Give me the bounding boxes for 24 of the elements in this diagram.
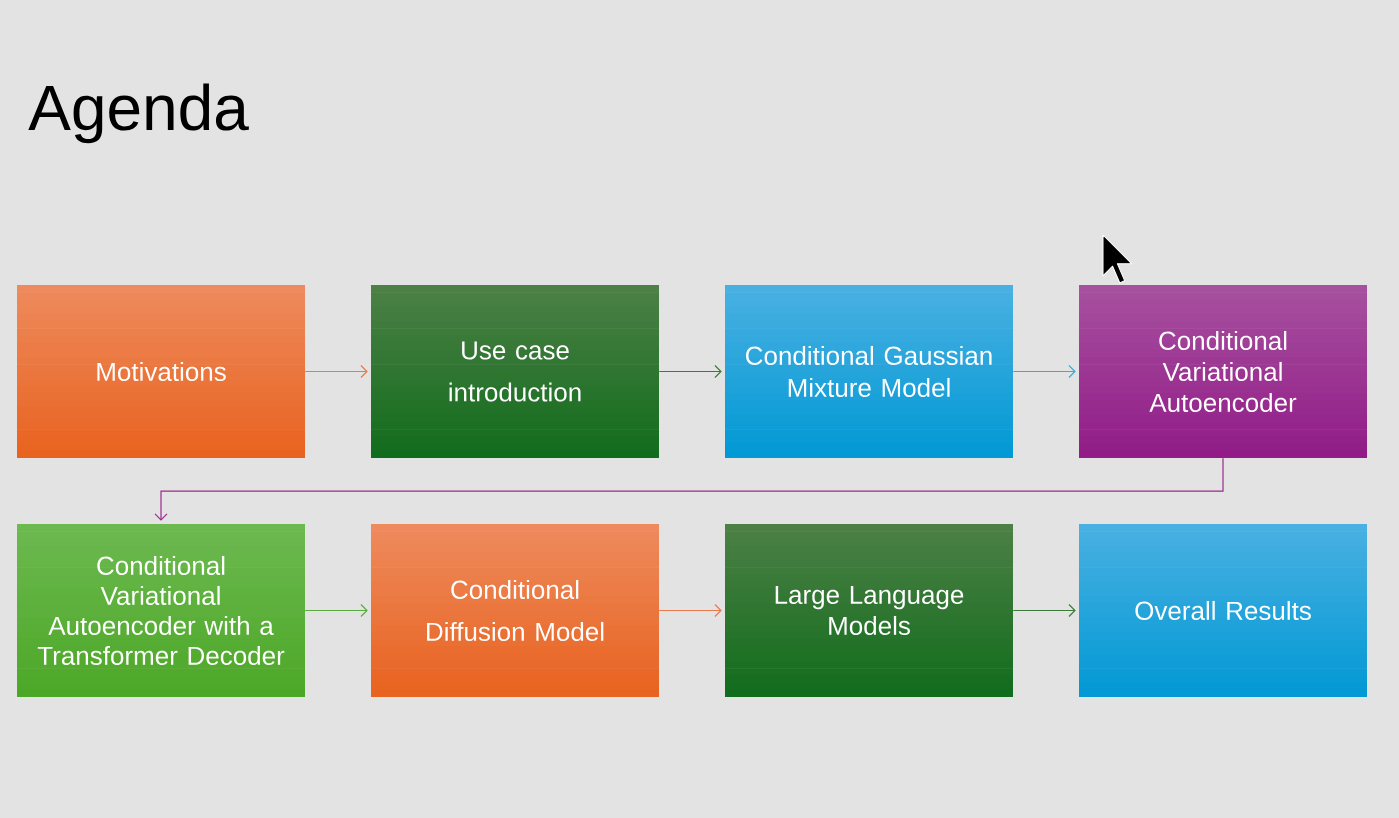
- process-box: [725, 524, 1013, 697]
- box-label: Use case introduction: [449, 341, 581, 402]
- process-box: [371, 524, 659, 697]
- arrow: [1012, 603, 1076, 618]
- arrow: [304, 603, 368, 618]
- box-label: Conditional Gaussian Mixture Model: [746, 345, 992, 398]
- box-label: Conditional Variational Autoencoder with a Transformer Decoder: [37, 555, 285, 666]
- arrow: [658, 364, 722, 379]
- process-box: [17, 524, 305, 697]
- box-label: Large Language Models: [775, 585, 964, 636]
- arrow: [154, 457, 1224, 521]
- box-label: Conditional Variational Autoencoder: [1149, 330, 1297, 413]
- box-label: Overall Results: [1135, 600, 1311, 621]
- arrow: [1012, 364, 1076, 379]
- box-label: Motivations: [97, 361, 226, 382]
- process-box: [1079, 524, 1367, 697]
- process-box: [371, 285, 659, 458]
- box-label: Conditional Diffusion Model: [427, 579, 604, 642]
- title: Agenda: [28, 83, 249, 144]
- process-box: [1079, 285, 1367, 458]
- arrow: [304, 364, 368, 379]
- process-box: [725, 285, 1013, 458]
- arrow: [658, 603, 722, 618]
- process-box: [17, 285, 305, 458]
